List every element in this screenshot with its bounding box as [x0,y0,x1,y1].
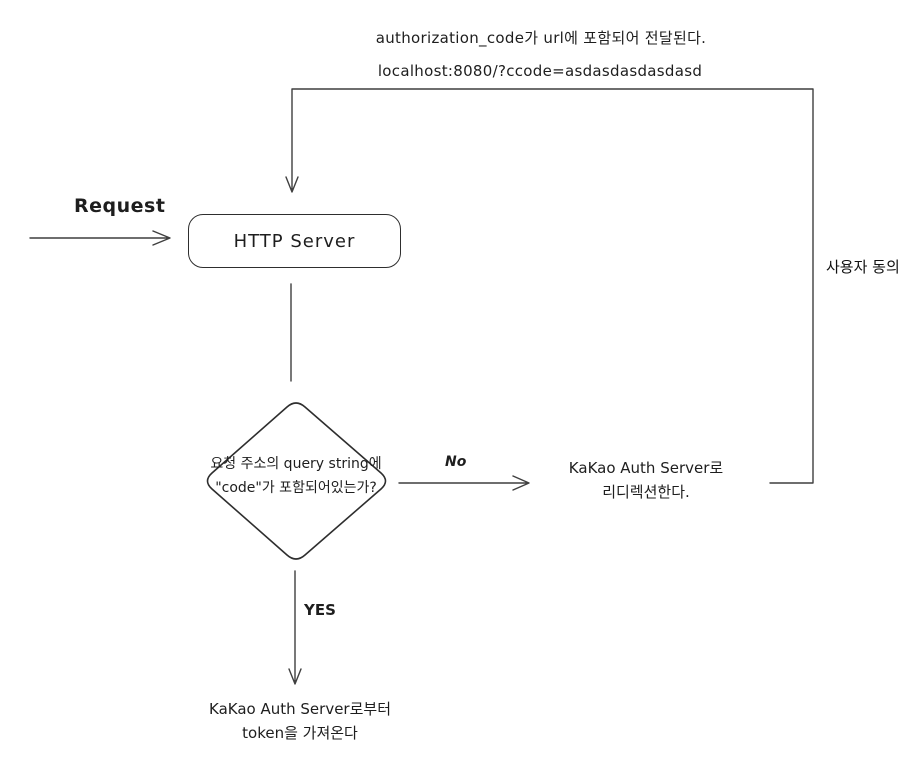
kakao-redirect-line2: 리디렉션한다. [602,483,690,501]
kakao-token-line1: KaKao Auth Server로부터 [209,700,391,718]
kakao-token-node: KaKao Auth Server로부터 token을 가져온다 [209,697,391,745]
decision-diamond-shape [206,402,387,560]
request-arrow [29,230,171,246]
decision-line2: "code"가 포함되어있는가? [215,480,377,496]
kakao-redirect-line1: KaKao Auth Server로 [568,459,724,477]
kakao-redirect-node: KaKao Auth Server로 리디렉션한다. [569,456,723,504]
http-server-node: HTTP Server [188,214,401,268]
kakao-token-line2: token을 가져온다 [242,724,358,742]
http-server-label: HTTP Server [233,230,356,252]
decision-node-text: 요청 주소의 query string에 "code"가 포함되어있는가? [210,452,381,500]
user-consent-label: 사용자 동의 [826,258,900,276]
auth-code-note: authorization_code가 url에 포함되어 전달된다. [375,29,707,47]
decision-line1: 요청 주소의 query string에 [210,456,382,472]
no-label: No [445,454,467,470]
consent-connector-arrow [285,88,814,484]
yes-arrow [288,570,302,685]
request-label: Request [74,195,166,217]
redirect-url-text: localhost:8080/?ccode=asdasdasdasdasd [377,62,703,80]
yes-label: YES [304,601,336,619]
no-arrow [398,475,530,491]
